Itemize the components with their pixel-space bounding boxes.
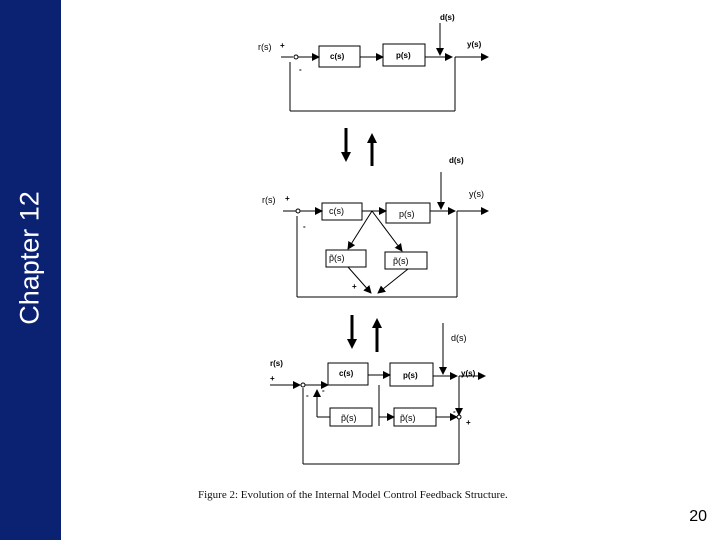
bot-plus-sign: + [270, 374, 275, 383]
mid-disturbance-label: d(s) [449, 156, 464, 165]
mid-left-model-label: p̃(s) [329, 253, 345, 263]
mid-right-model-label: p̃(s) [393, 256, 409, 266]
mid-right-model-block [384, 251, 428, 270]
bot-output-label: y(s) [461, 369, 476, 378]
top-plant-label: p(s) [396, 51, 411, 60]
top-minus-sign: - [299, 65, 302, 74]
mid-diag-right-to-sum [377, 268, 409, 294]
mid-plant-block [385, 202, 431, 224]
top-disturbance-label: d(s) [440, 13, 455, 22]
arrow-up-1-head [367, 133, 377, 143]
bot-minus-outer: - [306, 391, 309, 400]
arrow-down-2-head [347, 339, 357, 349]
mid-summing-junction [295, 208, 301, 214]
arrow-up-2-head [372, 318, 382, 328]
mid-diag-left-to-sum [347, 266, 372, 294]
bot-controller-label: c(s) [339, 369, 354, 378]
top-block-diagram [281, 23, 489, 112]
top-plus-sign: + [280, 41, 285, 50]
bot-right-model-label: p̃(s) [400, 413, 416, 423]
bot-plant-block [389, 362, 434, 387]
bot-left-model-label: p̃(s) [341, 413, 357, 423]
figure-caption: Figure 2: Evolution of the Internal Mode… [198, 489, 508, 501]
bot-plant-label: p(s) [403, 371, 418, 380]
mid-plant-label: p(s) [399, 209, 415, 219]
top-input-label: r(s) [258, 42, 272, 52]
page-number: 20 [689, 508, 707, 525]
top-controller-label: c(s) [330, 52, 345, 61]
bot-minus-inner: - [322, 386, 325, 395]
mid-diag-to-right-model [371, 210, 403, 252]
top-output-label: y(s) [467, 40, 482, 49]
top-summing-junction [293, 54, 299, 60]
chapter-sidebar: Chapter 12 [0, 0, 61, 540]
mid-plus-sign: + [285, 194, 290, 203]
evolution-arrows [341, 128, 382, 352]
mid-diag-to-left-model [347, 210, 373, 250]
bot-right-plus-sign: + [466, 418, 471, 427]
bot-controller-block [327, 362, 369, 386]
mid-controller-label: c(s) [329, 206, 344, 216]
bot-input-label: r(s) [270, 359, 283, 368]
mid-sum-plus-sign: + [352, 282, 357, 291]
mid-left-model-block [325, 249, 367, 268]
bottom-block-diagram [270, 323, 486, 465]
mid-minus-sign: - [303, 222, 306, 231]
bot-summing-junction [300, 382, 306, 388]
bot-disturbance-label: d(s) [451, 333, 467, 343]
arrow-down-1-head [341, 152, 351, 162]
mid-input-label: r(s) [262, 195, 276, 205]
mid-output-label: y(s) [469, 189, 484, 199]
top-plant-block [382, 43, 426, 67]
middle-block-diagram [283, 172, 489, 298]
bot-right-summing-junction [456, 414, 462, 420]
bot-right-minus-sign: - [453, 407, 456, 416]
